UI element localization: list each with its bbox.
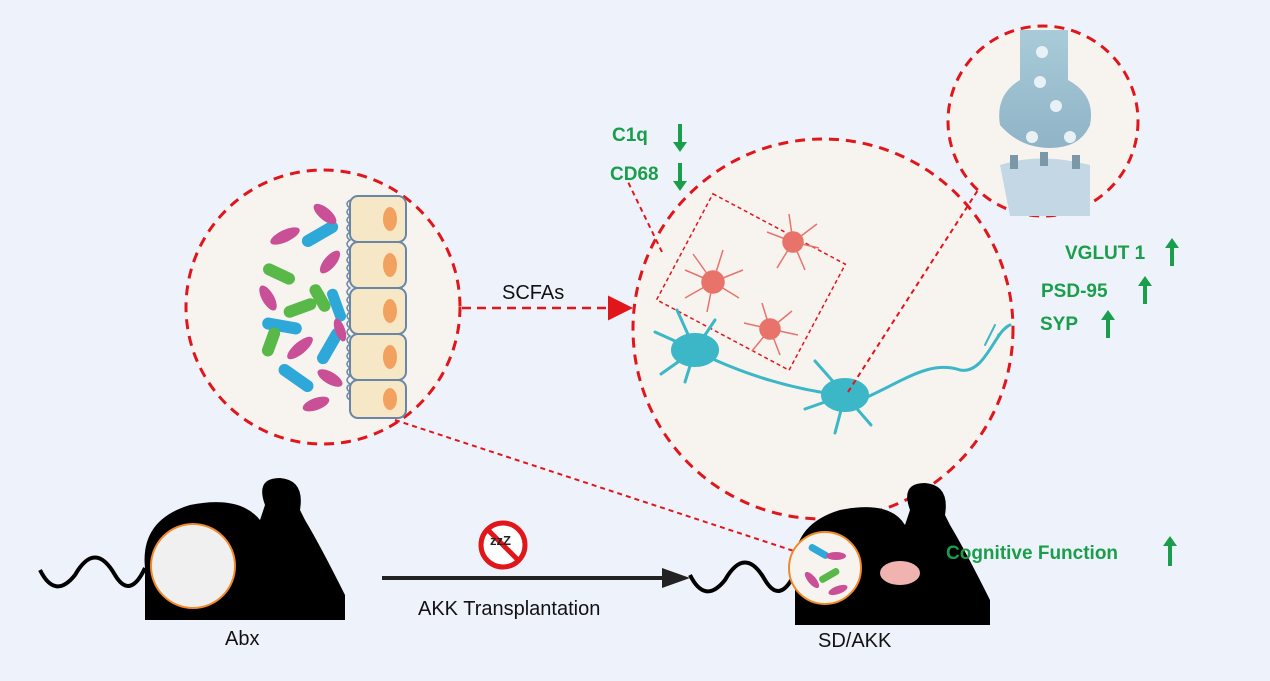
marker-cd68: CD68	[610, 164, 659, 185]
brain-icon	[880, 561, 920, 585]
up-arrow-icon-vglut1	[1165, 238, 1179, 266]
marker-cognitive-function: Cognitive Function	[946, 543, 1119, 564]
marker-c1q: C1q	[612, 125, 648, 146]
marker-psd95: PSD-95	[1041, 281, 1108, 302]
no-sleep-icon	[478, 520, 528, 570]
mouse-abx	[38, 478, 345, 620]
zzz-label: zzZ	[490, 533, 511, 548]
gut-zoom-circle	[184, 168, 462, 446]
postsynaptic-terminal	[1000, 158, 1090, 216]
sd-akk-label: SD/AKK	[818, 630, 892, 652]
microglia-to-markers-line	[627, 181, 663, 253]
synapse-zoom-circle	[946, 24, 1140, 218]
up-arrow-icon-cognitive	[1163, 536, 1177, 566]
down-arrow-icon-c1q	[673, 124, 687, 152]
abx-label: Abx	[225, 628, 260, 650]
epithelial-cells	[346, 195, 407, 419]
marker-vglut1: VGLUT 1	[1065, 243, 1146, 264]
gut-bacteria	[259, 203, 347, 412]
gut-bacteria-circle	[788, 531, 862, 605]
presynaptic-terminal	[999, 30, 1092, 148]
brain-zoom-circle	[631, 137, 1015, 521]
neurons	[653, 308, 1012, 435]
microglia-cells	[684, 213, 820, 356]
neuron-to-synapse-line	[847, 189, 979, 393]
marker-syp: SYP	[1040, 314, 1079, 335]
long-right-arrow-icon	[382, 568, 690, 588]
gut-empty-circle	[150, 523, 236, 609]
microglia-box	[655, 192, 847, 372]
up-arrow-icon-syp	[1101, 310, 1115, 338]
gut-to-mouse-line	[394, 419, 801, 554]
down-arrow-icon-cd68	[673, 163, 687, 191]
mouse-sd-akk	[688, 483, 990, 625]
transplant-label: AKK Transplantation	[418, 598, 601, 620]
up-arrow-icon-psd95	[1138, 276, 1152, 304]
scfas-label: SCFAs	[502, 282, 565, 304]
